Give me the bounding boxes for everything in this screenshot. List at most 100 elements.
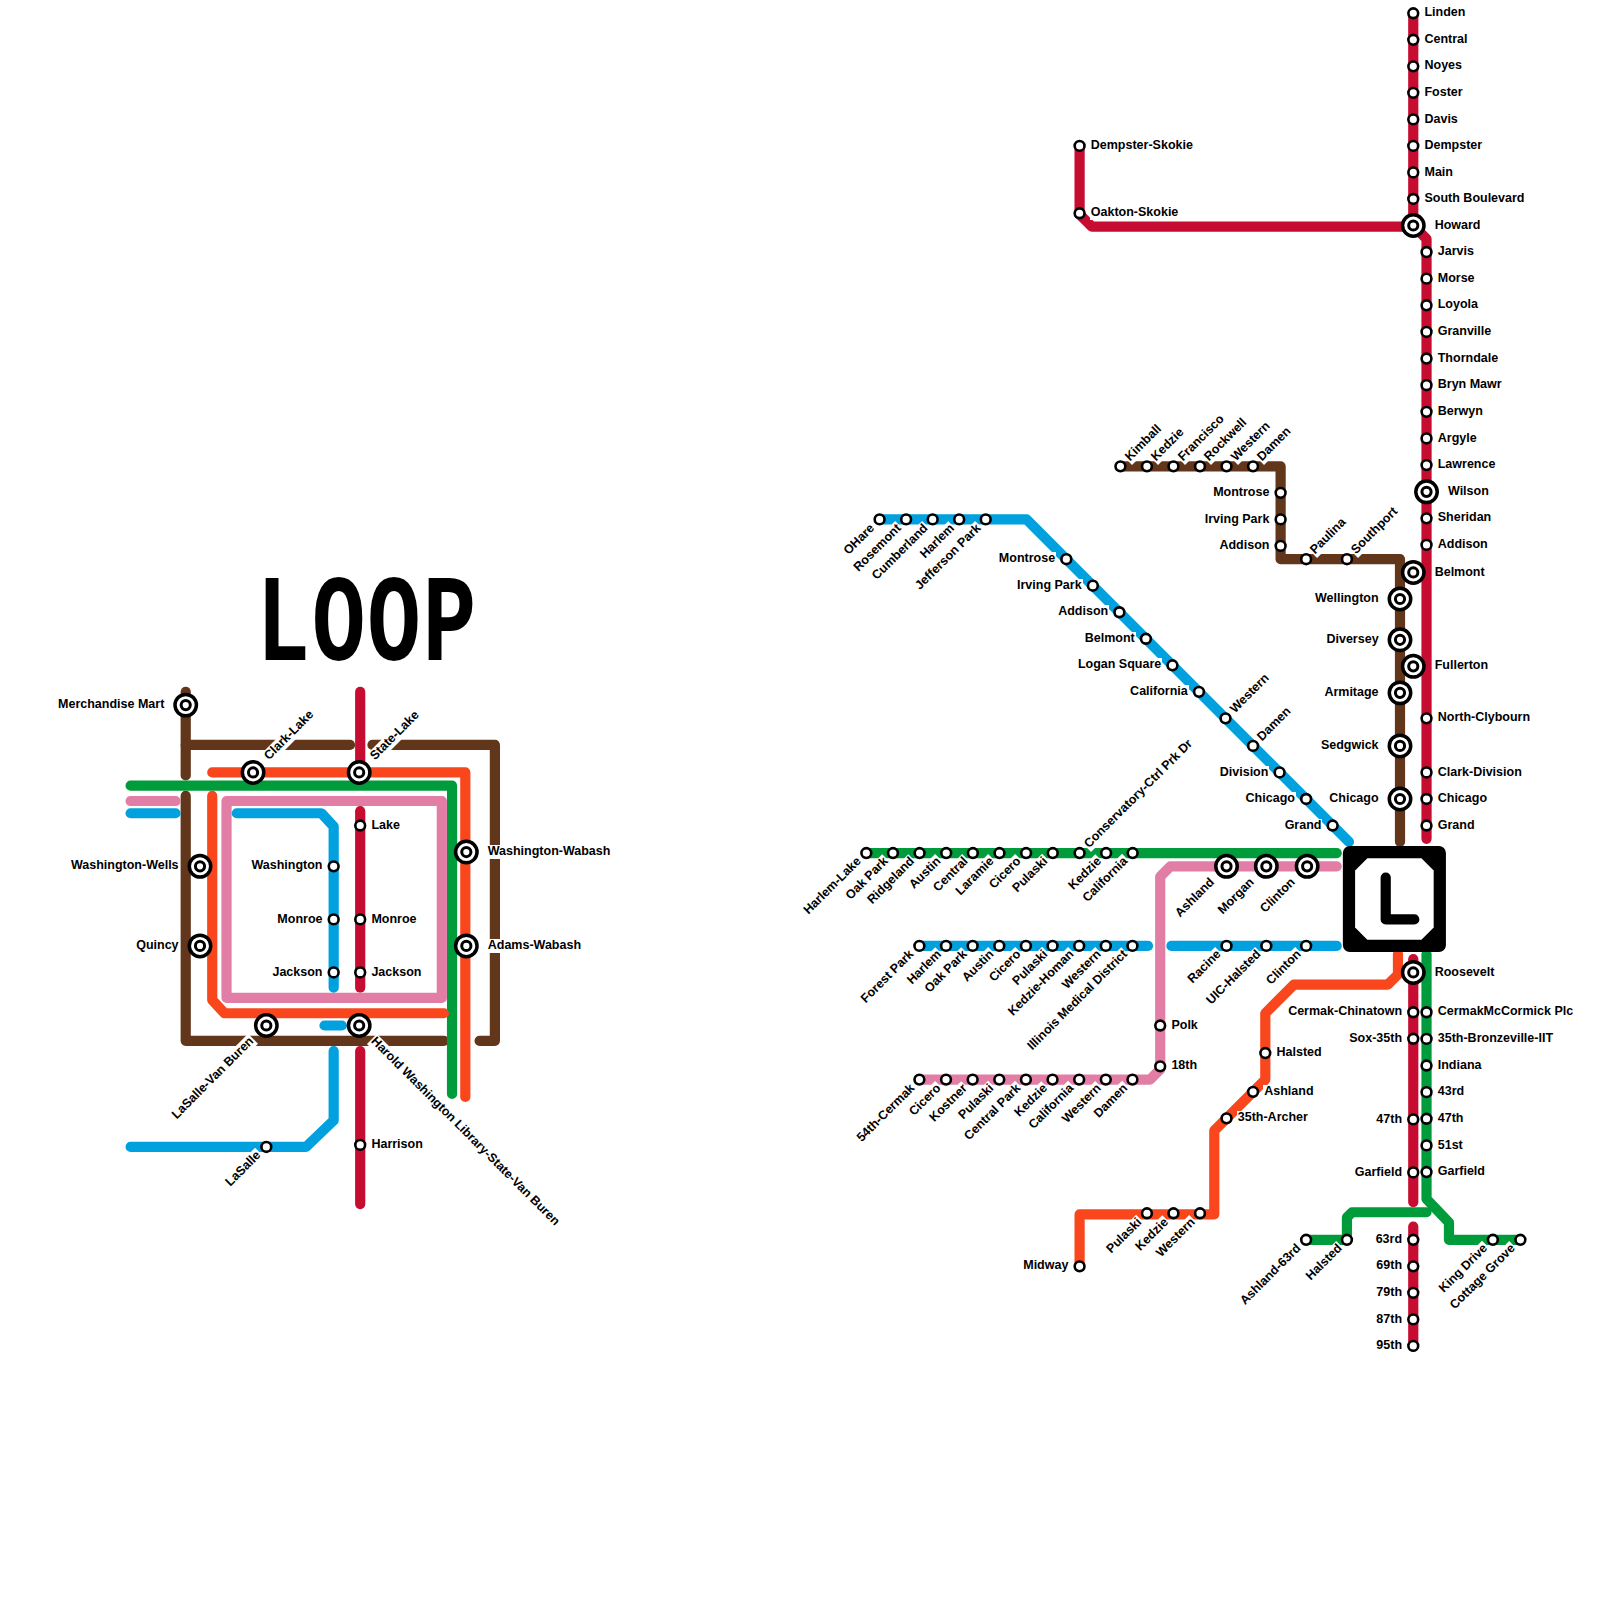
station-label: Berwyn [1437,405,1484,419]
interchange-ring [1389,788,1410,809]
station-marker [1222,461,1232,471]
station-marker [1021,848,1031,858]
station-marker [1422,794,1432,804]
station-marker [1141,634,1151,644]
station-dot [261,1142,271,1152]
station-marker [1408,61,1418,71]
interchange-ring [348,1015,369,1036]
station-label: Fullerton [1434,659,1489,673]
station-marker [915,848,925,858]
station-marker [1328,821,1338,831]
transit-line [131,796,176,806]
station-dot [1128,941,1138,951]
station-label: Wilson [1447,485,1490,499]
station-label: Division [1219,766,1270,780]
station-dot [901,514,911,524]
station-dot [1408,1261,1418,1271]
station-label: Sedgwick [1320,739,1380,753]
station-marker [1195,461,1205,471]
station-marker [1216,856,1237,877]
transit-line [131,786,452,1094]
station-marker [1389,735,1410,756]
station-marker [1408,8,1418,18]
station-label: Polk [1170,1019,1198,1033]
station-label: Lake [370,819,401,833]
station-marker [1422,513,1432,523]
station-dot [1409,662,1418,671]
transit-line [919,941,1148,951]
interchange-ring [1216,856,1237,877]
station-label: Logan Square [1077,658,1162,672]
station-dot [968,941,978,951]
station-marker [1422,274,1432,284]
station-label: Lawrence [1437,458,1497,472]
station-dot [1048,941,1058,951]
station-marker [1074,941,1084,951]
station-dot [1422,768,1432,778]
station-marker [941,848,951,858]
station-label: Halsted [1276,1046,1323,1060]
station-dot [1422,540,1432,550]
interchange-ring [1296,856,1317,877]
station-label: Western [1227,671,1273,717]
station-marker [941,1075,951,1085]
station-label: Conservatory-Ctrl Prk Dr [1081,737,1196,852]
station-dot [355,968,365,978]
station-dot [1422,1007,1432,1017]
station-label: Addison [1437,538,1489,552]
station-dot [1408,1235,1418,1245]
station-marker [914,941,924,951]
station-label: Halsted [1303,1241,1346,1284]
station-dot [1303,862,1312,871]
station-dot [1422,300,1432,310]
interchange-ring [256,1015,277,1036]
transit-line [880,519,1349,841]
station-marker [1075,208,1085,218]
station-dot [1408,1341,1418,1351]
station-marker [1403,562,1424,583]
station-dot [1075,208,1085,218]
station-marker [1416,481,1437,502]
station-marker [1408,1007,1418,1017]
station-label: Oakton-Skokie [1090,206,1180,220]
transit-line [131,808,176,818]
transit-line [1080,954,1398,1266]
interchange-ring [456,935,477,956]
station-dot [1155,1021,1165,1031]
station-dot [941,941,951,951]
station-marker [1128,1075,1138,1085]
station-dot [1422,1167,1432,1177]
station-marker [914,1075,924,1085]
station-label: 35th-Archer [1237,1111,1309,1125]
station-dot [1075,848,1085,858]
station-marker [968,941,978,951]
station-marker [1101,848,1111,858]
station-label: California [1129,685,1189,699]
station-marker [329,914,339,924]
station-label: 51st [1437,1139,1464,1153]
station-marker [1248,461,1258,471]
station-dot [1021,1075,1031,1085]
station-dot [1088,581,1098,591]
station-dot [1275,768,1285,778]
station-marker [1389,788,1410,809]
station-marker [348,1015,369,1036]
interchange-ring [1403,215,1424,236]
station-label: South Boulevard [1423,192,1525,206]
station-label: 47th [1375,1113,1403,1127]
station-dot [1422,1087,1432,1097]
station-marker [941,941,951,951]
station-dot [1169,1208,1179,1218]
station-dot [914,941,924,951]
station-marker [1422,380,1432,390]
station-label: Chicago [1328,792,1379,806]
station-dot [1048,1075,1058,1085]
station-marker [1422,821,1432,831]
station-marker [1403,215,1424,236]
station-dot [1074,941,1084,951]
station-dot [1128,1075,1138,1085]
station-dot [1395,688,1404,697]
station-dot [1488,1235,1498,1245]
station-dot [981,514,991,524]
station-dot [1422,1114,1432,1124]
